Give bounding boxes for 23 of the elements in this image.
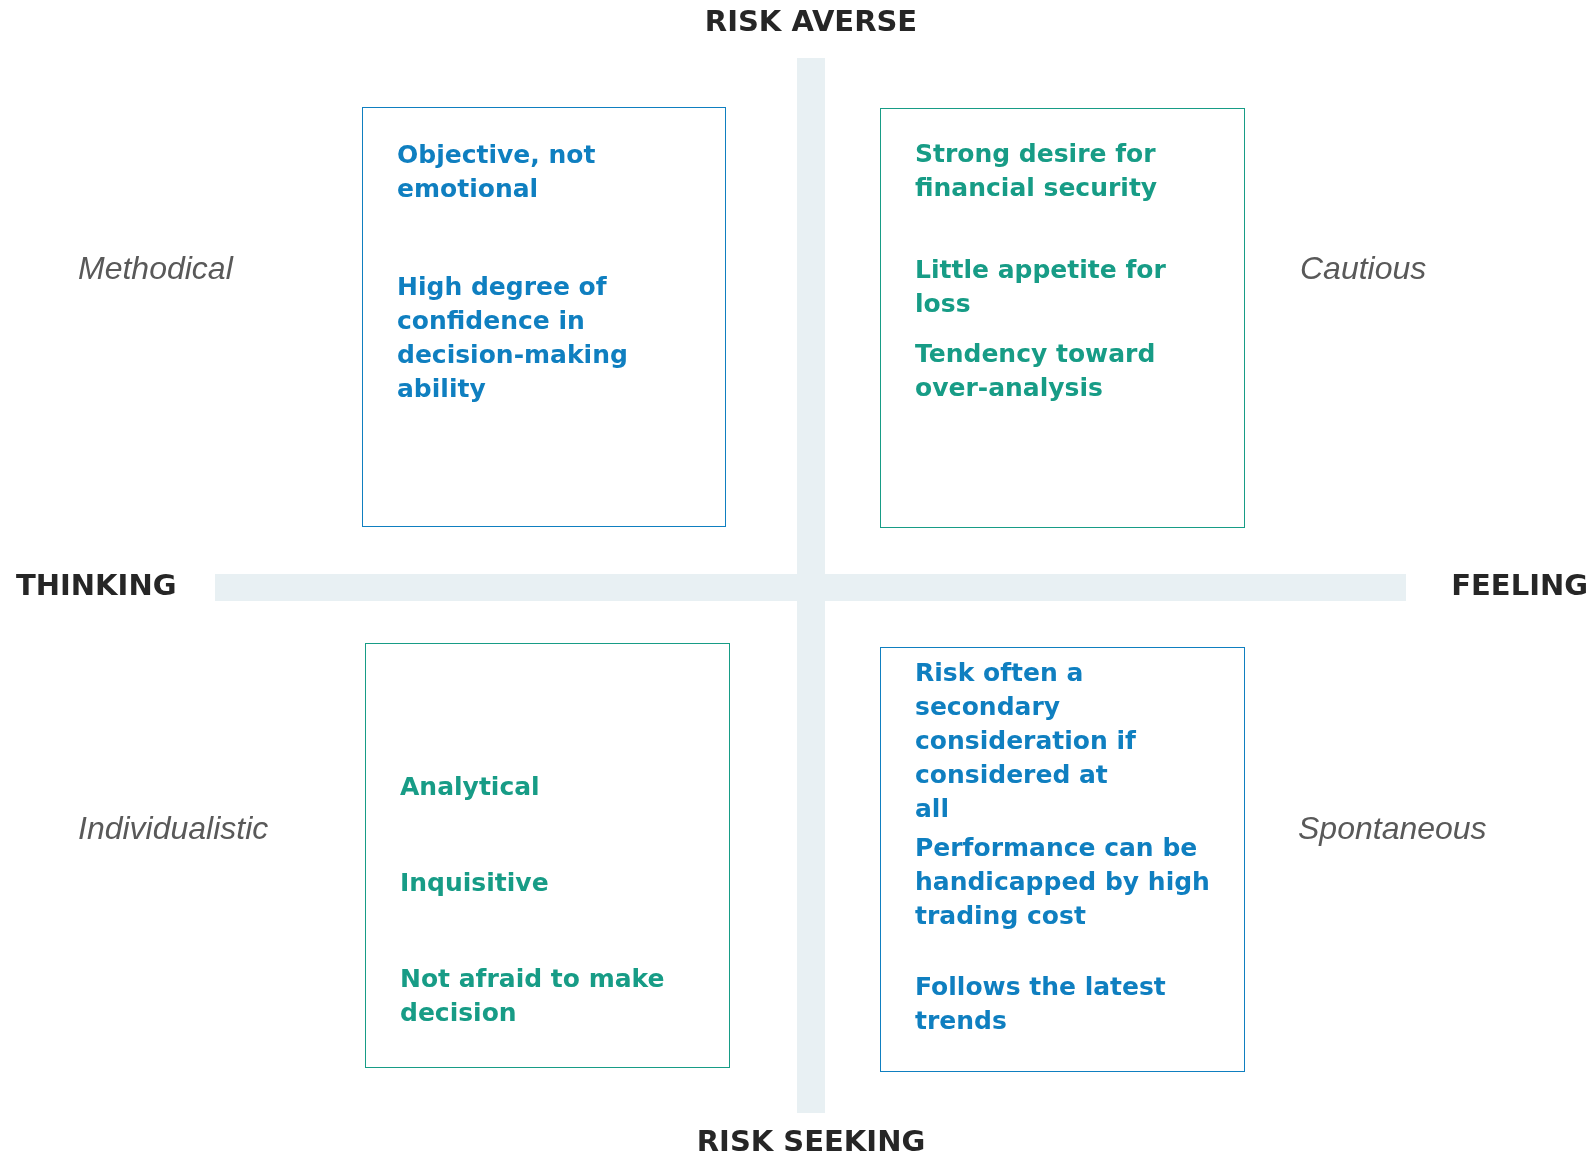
trait-box	[880, 647, 1245, 1072]
trait-box	[880, 108, 1245, 528]
trait-box	[362, 107, 726, 527]
quadrant-label: Individualistic	[78, 810, 269, 847]
trait-text: High degree of confidence in decision-making ability	[397, 271, 629, 405]
trait-text: Follows the latest trends	[915, 971, 1167, 1037]
quadrant-label: Methodical	[78, 250, 233, 287]
trait-box	[365, 643, 730, 1068]
trait-text: Performance can be handicapped by high trading cost	[915, 832, 1211, 932]
trait-text: Inquisitive	[400, 867, 550, 899]
axis-label: FEELING	[1451, 568, 1588, 602]
trait-text: Tendency toward over-analysis	[915, 338, 1157, 404]
trait-text: Risk often a secondary consideration if considered at all	[915, 657, 1137, 825]
axis-label: RISK SEEKING	[696, 1124, 926, 1158]
trait-text: Not afraid to make decision	[400, 963, 666, 1029]
trait-text: Analytical	[400, 771, 541, 803]
axis-label: RISK AVERSE	[704, 4, 918, 38]
trait-text: Strong desire for financial security	[915, 138, 1159, 204]
trait-text: Objective, not emotional	[397, 139, 597, 205]
trait-text: Little appetite for loss	[915, 254, 1167, 320]
quadrant-label: Spontaneous	[1298, 810, 1487, 847]
quadrant-label: Cautious	[1300, 250, 1427, 287]
axis-label: THINKING	[16, 568, 177, 602]
